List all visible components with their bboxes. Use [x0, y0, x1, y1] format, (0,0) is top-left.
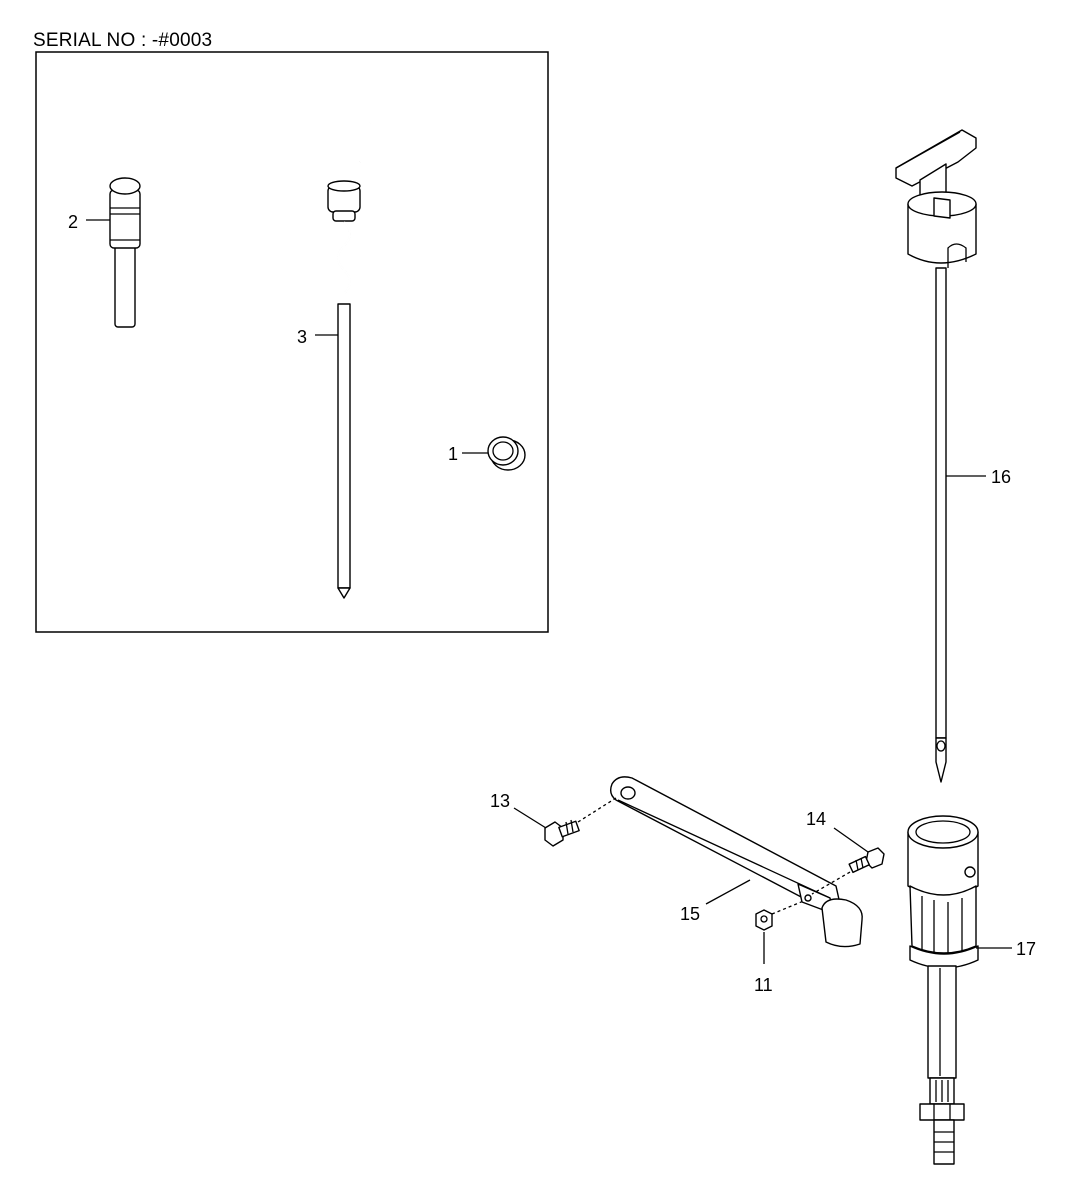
label-part-3: 3 — [297, 327, 307, 347]
label-part-11: 11 — [754, 975, 773, 995]
label-part-17: 17 — [1016, 939, 1036, 959]
bolt-icon — [544, 819, 580, 847]
leader-14-dash — [811, 871, 851, 895]
leader-15 — [705, 879, 751, 905]
leader-13 — [577, 797, 617, 823]
cap-icon — [487, 436, 526, 471]
guide-tube-icon — [907, 815, 979, 1165]
serial-number-header: SERIAL NO : -#0003 — [33, 30, 213, 51]
plug-icon — [109, 177, 141, 328]
bolt-icon — [848, 847, 885, 874]
leader-14 — [833, 827, 869, 853]
label-part-16: 16 — [991, 467, 1011, 487]
dipstick-icon — [327, 114, 378, 599]
label-part-14: 14 — [806, 809, 826, 829]
inset-frame — [35, 51, 549, 633]
label-part-2: 2 — [68, 212, 78, 232]
label-part-13: 13 — [490, 791, 510, 811]
leader-13-label — [513, 807, 547, 829]
label-part-15: 15 — [680, 904, 700, 924]
nut-icon — [755, 909, 773, 931]
leader-11-dash — [771, 899, 807, 915]
dipstick-icon — [895, 129, 977, 783]
label-part-1: 1 — [448, 444, 458, 464]
bracket-icon — [609, 776, 863, 948]
